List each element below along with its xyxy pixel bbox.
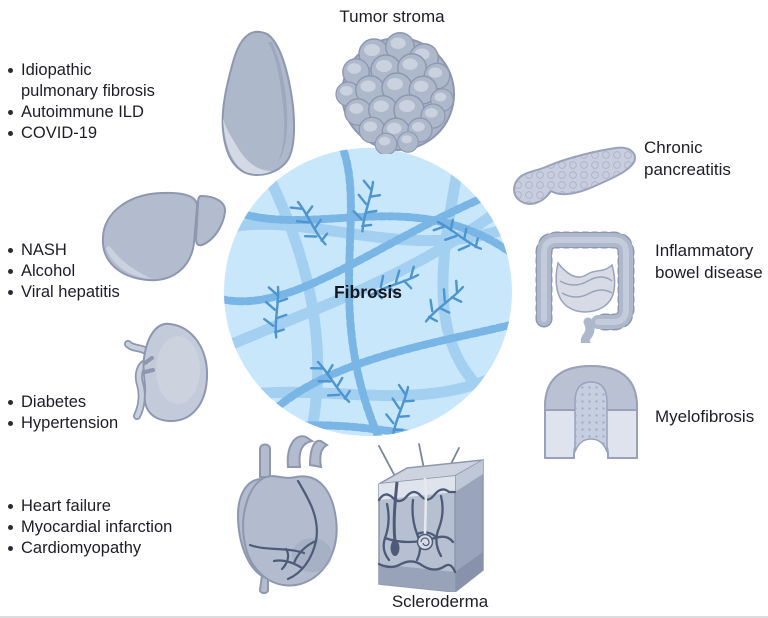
liver-illustration (94, 183, 234, 293)
list-item: Alcohol (8, 261, 120, 282)
heart-illustration (226, 427, 356, 600)
list-item: Cardiomyopathy (8, 538, 172, 559)
fibrosis-circle: Fibrosis (223, 147, 513, 437)
heart-cause-list: Heart failure Myocardial infarction Card… (8, 496, 172, 559)
tumor-stroma-label: Tumor stroma (339, 7, 445, 26)
bullet-icon (8, 269, 13, 274)
cause-label: Hypertension (21, 414, 119, 432)
intestine-icon (535, 231, 635, 348)
bullet-icon (8, 248, 13, 253)
bullet-icon (8, 504, 13, 509)
cause-label: Alcohol (21, 262, 76, 280)
liver-icon (101, 191, 227, 282)
cause-label: Heart failure (21, 497, 111, 515)
intestine-label: Inflammatory bowel disease (655, 241, 763, 282)
list-item: Myocardial infarction (8, 517, 172, 538)
lung-icon (221, 30, 296, 176)
lung-illustration (196, 28, 308, 183)
tumor-icon (335, 32, 455, 156)
heart-icon (236, 435, 338, 594)
bullet-icon (8, 290, 13, 295)
liver-cause-list: NASH Alcohol Viral hepatitis (8, 240, 120, 303)
bone-illustration (538, 357, 644, 468)
list-item: Viral hepatitis (8, 282, 120, 303)
cause-label: Myocardial infarction (21, 518, 173, 536)
cause-label: COVID-19 (21, 124, 98, 142)
pancreas-icon (513, 146, 636, 205)
bullet-icon (8, 110, 13, 115)
collagen-fibers-illustration (224, 148, 512, 436)
pancreas-label: Chronic pancreatitis (644, 138, 731, 179)
skin-label: Scleroderma (391, 592, 489, 611)
list-item: Heart failure (8, 496, 172, 517)
bullet-icon (8, 68, 13, 73)
bullet-icon (8, 421, 13, 426)
kidney-cause-list: Diabetes Hypertension (8, 392, 118, 434)
kidney-illustration (106, 318, 214, 433)
skin-illustration (367, 442, 512, 597)
cause-label: Autoimmune ILD (21, 103, 144, 121)
bullet-icon (8, 525, 13, 530)
bullet-icon (8, 131, 13, 136)
tumor-illustration (334, 32, 462, 159)
bullet-icon (8, 546, 13, 551)
skin-section-icon (377, 443, 484, 594)
cause-label: Idiopathic pulmonary fibrosis (21, 61, 155, 100)
list-item: Hypertension (8, 413, 118, 434)
list-item: NASH (8, 240, 120, 261)
bone-label: Myelofibrosis (655, 407, 755, 426)
lung-cause-list: Idiopathic pulmonary fibrosis Autoimmune… (8, 60, 173, 144)
kidney-icon (124, 322, 209, 423)
cause-label: Cardiomyopathy (21, 539, 142, 557)
bottom-divider (0, 616, 768, 618)
list-item: Autoimmune ILD (8, 102, 173, 123)
cause-label: Viral hepatitis (21, 283, 120, 301)
bullet-icon (8, 400, 13, 405)
bone-marrow-icon (544, 364, 638, 459)
list-item: Idiopathic pulmonary fibrosis (8, 60, 173, 102)
list-item: Diabetes (8, 392, 118, 413)
pancreas-illustration (503, 131, 641, 214)
cause-label: Diabetes (21, 393, 87, 411)
cause-label: NASH (21, 241, 67, 259)
intestine-illustration (524, 223, 646, 348)
list-item: COVID-19 (8, 123, 173, 144)
